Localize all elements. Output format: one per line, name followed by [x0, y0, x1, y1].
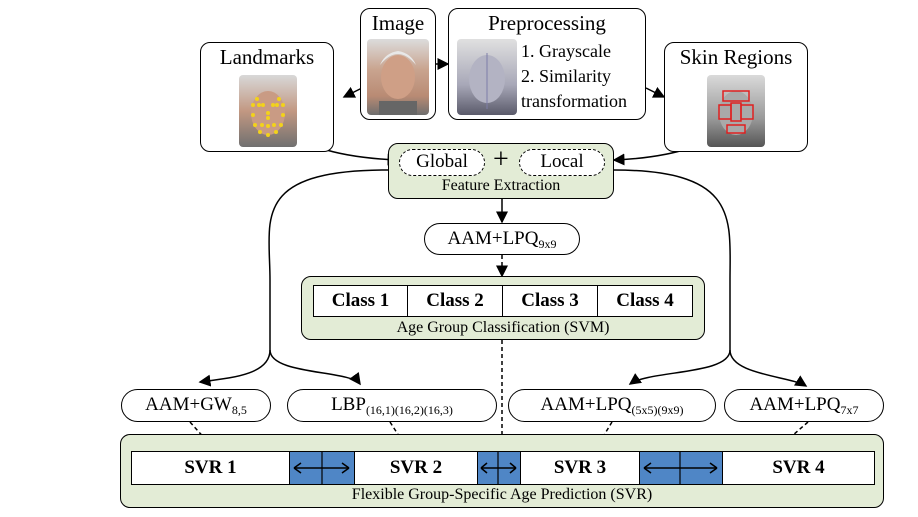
group-feature-1-sub: 8,5: [231, 403, 247, 417]
group-feature-4-base: AAM+LPQ: [749, 394, 841, 415]
local-feature-pill: Local: [519, 149, 605, 176]
group-feature-3-sub: (5x5)(9x9): [631, 403, 684, 417]
svr-overlap-2-3: [477, 452, 521, 484]
skin-regions-box: Skin Regions: [664, 42, 808, 152]
group-feature-1-base: AAM+GW: [145, 394, 232, 415]
svr-1-cell: SVR 1: [184, 457, 237, 478]
skin-regions-title: Skin Regions: [679, 45, 793, 69]
svr-row: SVR 1 SVR 2 SVR 3 SVR 4: [131, 451, 875, 485]
svr-4-cell: SVR 4: [772, 457, 825, 478]
classifier-feature-base: AAM+LPQ: [447, 228, 539, 249]
grayscale-face: [457, 39, 517, 115]
classification-label: Age Group Classification (SVM): [396, 319, 610, 336]
group-feature-pill-4: AAM+LPQ7x7: [724, 389, 884, 422]
preprocessing-step-3: transformation: [521, 91, 627, 111]
class-2-cell: Class 2: [408, 286, 503, 316]
class-4-cell: Class 4: [616, 290, 674, 311]
class-row: Class 1 Class 2 Class 3 Class 4: [313, 285, 693, 317]
svr-3-cell: SVR 3: [553, 457, 607, 478]
group-feature-4-sub: 7x7: [840, 403, 859, 417]
group-feature-pill-1: AAM+GW8,5: [121, 389, 271, 422]
preprocessing-title: Preprocessing: [488, 11, 606, 35]
prediction-label: Flexible Group-Specific Age Prediction (…: [351, 486, 653, 503]
group-feature-pill-2: LBP(16,1)(16,2)(16,3): [287, 389, 497, 422]
svr-2-cell: SVR 2: [389, 457, 443, 478]
feature-extraction-box: Global + Local Feature Extraction: [388, 143, 614, 199]
feature-extraction-label: Feature Extraction: [441, 177, 561, 194]
preprocessing-step-2: 2. Similarity: [521, 66, 611, 86]
group-feature-pill-3: AAM+LPQ(5x5)(9x9): [508, 389, 716, 422]
plus-sign: +: [493, 144, 509, 175]
group-feature-3-base: AAM+LPQ: [540, 394, 632, 415]
landmarks-face: [239, 75, 297, 147]
landmarks-box: Landmarks: [200, 42, 334, 152]
global-feature-pill: Global: [399, 149, 485, 176]
class-1-cell: Class 1: [314, 286, 408, 316]
preprocessing-box: Preprocessing 1. Grayscale 2. Similarity…: [448, 8, 646, 120]
skin-regions-face: [707, 75, 765, 147]
prediction-panel: SVR 1 SVR 2 SVR 3 SVR 4 Flexible Group-S…: [120, 434, 884, 508]
group-feature-2-base: LBP: [331, 394, 366, 415]
class-3-cell: Class 3: [503, 286, 598, 316]
classifier-feature-sub: 9x9: [538, 237, 557, 251]
landmarks-title: Landmarks: [219, 45, 315, 69]
svr-overlap-3-4: [639, 452, 723, 484]
image-title: Image: [371, 11, 425, 35]
image-box: Image: [360, 8, 436, 120]
classification-panel: Class 1 Class 2 Class 3 Class 4 Age Grou…: [301, 276, 705, 340]
preprocessing-step-1: 1. Grayscale: [521, 41, 611, 61]
face-photo: [367, 39, 429, 115]
svr-overlap-1-2: [289, 452, 355, 484]
classifier-feature-pill: AAM+LPQ9x9: [424, 223, 580, 255]
group-feature-2-sub: (16,1)(16,2)(16,3): [365, 403, 453, 417]
